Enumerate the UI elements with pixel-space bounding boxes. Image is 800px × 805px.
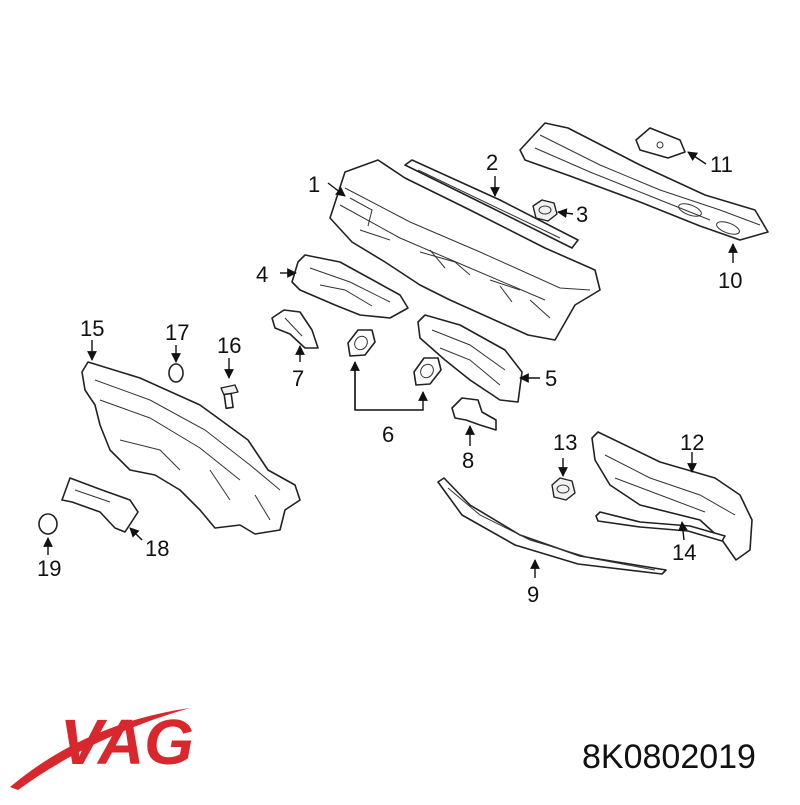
callout-2: 2	[486, 150, 498, 175]
part-14-seal	[595, 511, 726, 542]
part-7-bracket	[271, 309, 319, 349]
callout-12: 12	[680, 430, 704, 455]
part-10-cowl-grille	[519, 122, 769, 241]
logo-text: VAG	[60, 706, 194, 778]
part-18-bracket	[61, 477, 139, 533]
callout-6: 6	[382, 422, 394, 447]
part-11-cover-cap	[635, 127, 686, 159]
callout-14: 14	[672, 540, 696, 565]
callout-10: 10	[718, 268, 742, 293]
part-6-grommets	[347, 329, 442, 386]
callout-11: 11	[710, 152, 733, 177]
callout-19: 19	[37, 556, 61, 581]
leader-lines	[43, 151, 738, 578]
logo-swoosh-icon	[10, 708, 190, 790]
part-number: 8K0802019	[582, 738, 756, 776]
part-1-cowl-panel	[329, 159, 601, 341]
callout-1: 1	[308, 172, 320, 197]
part-8-bracket	[451, 397, 497, 431]
part-3-nut	[532, 199, 558, 222]
callout-17: 17	[165, 320, 189, 345]
callout-7: 7	[292, 366, 304, 391]
part-12-side-panel	[591, 431, 753, 561]
callout-5: 5	[545, 366, 557, 391]
callout-3: 3	[576, 202, 588, 227]
vag-logo: VAG	[10, 706, 194, 790]
part-19-cap	[38, 513, 58, 535]
callout-8: 8	[462, 448, 474, 473]
part-15-dash-panel	[81, 361, 301, 535]
part-9-lower-strip	[437, 477, 667, 575]
part-5-right-panel	[417, 314, 523, 403]
callout-18: 18	[145, 536, 169, 561]
part-4-left-panel	[291, 254, 409, 319]
callout-9: 9	[527, 582, 539, 607]
part-17-cap	[168, 363, 184, 383]
callout-labels: 1 2 3 4 5 6 7 8 9 10 11 12 13 14 15 16 1…	[37, 150, 742, 607]
part-2-seal-strip	[404, 159, 579, 249]
callout-13: 13	[553, 430, 577, 455]
callout-15: 15	[80, 316, 104, 341]
callout-16: 16	[217, 333, 241, 358]
part-13-nut	[551, 477, 576, 501]
callout-4: 4	[256, 262, 268, 287]
part-16-bolt	[220, 384, 239, 410]
